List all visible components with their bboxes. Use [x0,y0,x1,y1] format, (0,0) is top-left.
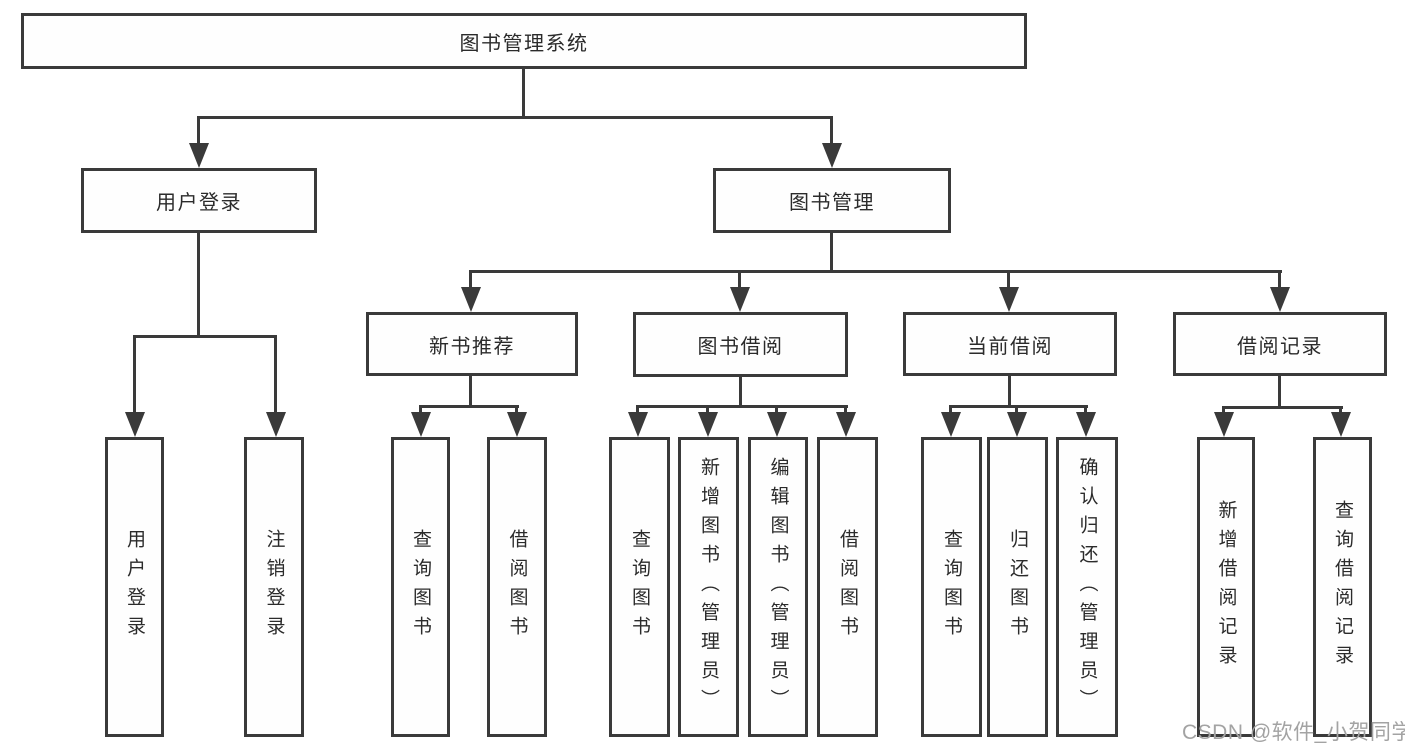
leaf-label: 借阅图书 [837,529,858,645]
leaf-borrow-books-recommend: 借阅图书 [487,437,547,737]
connector-arrow-shaft [133,335,136,414]
node-book-management: 图书管理 [713,168,951,233]
leaf-label: 确认归还（管理员） [1076,456,1098,718]
arrowhead-down-icon [411,412,431,437]
node-book-borrow-label: 图书借阅 [697,336,784,358]
node-new-book-recommend: 新书推荐 [366,312,578,376]
leaf-label: 查询图书 [410,529,431,645]
connector-current-borrow-drop [1008,376,1011,407]
arrowhead-down-icon [1076,412,1096,437]
connector-arrow-shaft [469,270,472,289]
node-user-login: 用户登录 [81,168,317,233]
node-root: 图书管理系统 [21,13,1027,69]
leaf-borrow-books: 借阅图书 [817,437,878,737]
arrowhead-down-icon [1007,412,1027,437]
node-borrow-record: 借阅记录 [1173,312,1387,376]
connector-arrow-shaft [515,405,518,414]
connector-book-borrow-branch [636,405,848,408]
arrowhead-down-icon [189,143,209,168]
leaf-label: 编辑图书（管理员） [767,456,789,718]
node-current-borrow-label: 当前借阅 [967,335,1053,358]
leaf-logout: 注销登录 [244,437,304,737]
connector-level2-branch [469,270,1282,273]
connector-arrow-shaft [738,270,741,289]
connector-arrow-shaft [274,335,277,414]
leaf-label: 注销登录 [263,529,285,645]
leaf-confirm-return-admin: 确认归还（管理员） [1056,437,1118,737]
arrowhead-down-icon [999,287,1019,312]
leaf-return-books: 归还图书 [987,437,1048,737]
connector-arrow-shaft [1278,270,1281,289]
connector-arrow-shaft [706,405,709,414]
leaf-query-books-borrow: 查询图书 [609,437,670,737]
connector-user-login-branch [133,335,277,338]
leaf-label: 查询图书 [941,529,962,645]
connector-user-login-drop [197,233,200,337]
leaf-add-books-admin: 新增图书（管理员） [678,437,739,737]
leaf-query-borrow-record: 查询借阅记录 [1313,437,1372,737]
arrowhead-down-icon [461,287,481,312]
arrowhead-down-icon [730,287,750,312]
node-current-borrow: 当前借阅 [903,312,1117,376]
arrowhead-down-icon [698,412,718,437]
leaf-label: 新增借阅记录 [1215,500,1237,674]
connector-book-borrow-drop [739,376,742,407]
node-borrow-record-label: 借阅记录 [1237,335,1323,358]
connector-borrow-record-drop [1278,376,1281,408]
node-new-book-recommend-label: 新书推荐 [429,335,515,358]
arrowhead-down-icon [1270,287,1290,312]
connector-arrow-shaft [949,405,952,414]
leaf-label: 新增图书（管理员） [698,456,719,718]
connector-arrow-shaft [830,116,833,145]
leaf-label: 归还图书 [1007,529,1028,645]
connector-arrow-shaft [1339,406,1342,414]
arrowhead-down-icon [941,412,961,437]
connector-arrow-shaft [419,405,422,414]
arrowhead-down-icon [1214,412,1234,437]
leaf-user-login: 用户登录 [105,437,164,737]
leaf-label: 借阅图书 [506,529,528,645]
connector-arrow-shaft [1084,405,1087,414]
connector-level1-branch [197,116,833,119]
arrowhead-down-icon [125,412,145,437]
connector-arrow-shaft [636,405,639,414]
connector-arrow-shaft [1015,405,1018,414]
arrowhead-down-icon [507,412,527,437]
node-user-login-label: 用户登录 [156,192,242,214]
connector-arrow-shaft [775,405,778,414]
connector-borrow-record-branch [1222,406,1343,409]
leaf-label: 用户登录 [124,529,145,645]
arrowhead-down-icon [628,412,648,437]
node-root-label: 图书管理系统 [459,32,589,55]
connector-arrow-shaft [197,116,200,145]
leaf-query-books-recommend: 查询图书 [391,437,450,737]
csdn-watermark: CSDN @软件_小贺同学 [1182,721,1405,744]
arrowhead-down-icon [767,412,787,437]
leaf-add-borrow-record: 新增借阅记录 [1197,437,1255,737]
connector-new-book-recommend-branch [419,405,519,408]
leaf-query-books-current: 查询图书 [921,437,982,737]
connector-arrow-shaft [1222,406,1225,414]
arrowhead-down-icon [266,412,286,437]
arrowhead-down-icon [836,412,856,437]
arrowhead-down-icon [1331,412,1351,437]
connector-current-borrow-branch [949,405,1088,408]
node-book-borrow: 图书借阅 [633,312,848,377]
connector-root-drop [522,69,525,119]
connector-arrow-shaft [844,405,847,414]
connector-arrow-shaft [1007,270,1010,289]
leaf-label: 查询借阅记录 [1332,500,1353,674]
arrowhead-down-icon [822,143,842,168]
leaf-label: 查询图书 [629,529,650,645]
node-book-management-label: 图书管理 [789,192,875,214]
leaf-edit-books-admin: 编辑图书（管理员） [748,437,808,737]
connector-new-book-recommend-drop [469,376,472,407]
connector-book-management-drop [830,233,833,272]
